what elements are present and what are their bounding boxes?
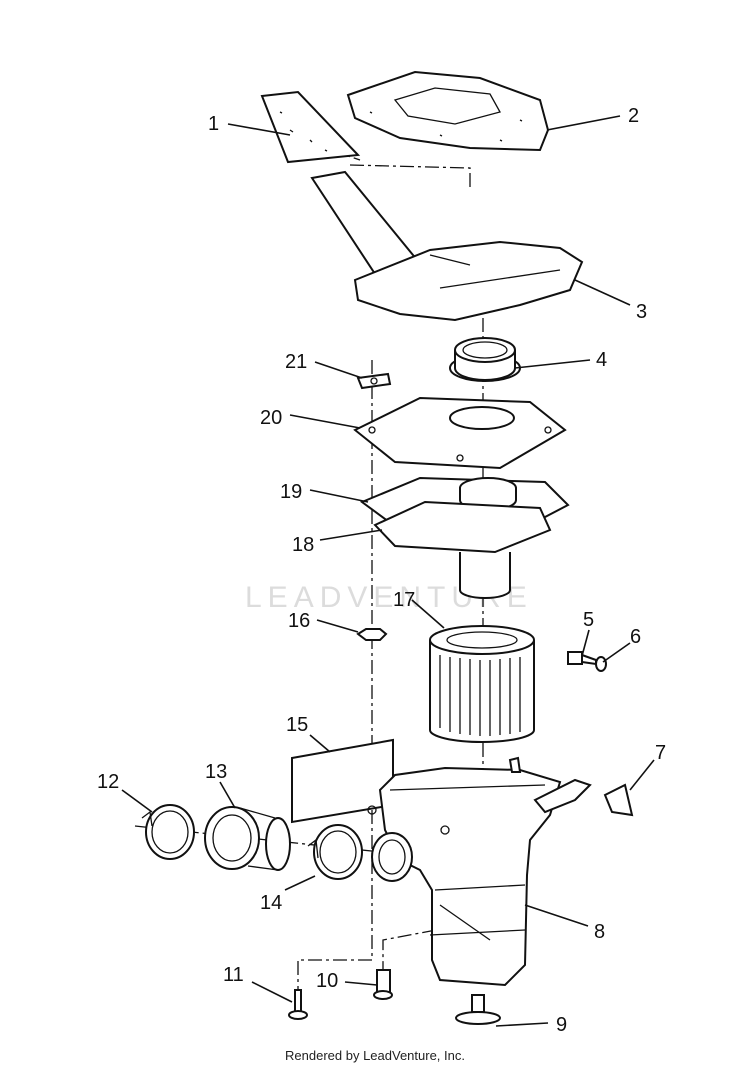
leader-line-8 bbox=[524, 904, 589, 927]
callout-8: 8 bbox=[594, 921, 605, 943]
axis-line-bottom bbox=[382, 929, 437, 970]
part-12-clamp bbox=[141, 804, 195, 860]
callout-20: 20 bbox=[260, 407, 282, 429]
leader-line-21 bbox=[314, 361, 363, 379]
part-9-drain-valve bbox=[455, 994, 501, 1025]
part-11-screw bbox=[288, 989, 308, 1020]
part-20-adapter-plate bbox=[353, 396, 567, 470]
leader-line-4 bbox=[514, 359, 591, 369]
part-21-clip bbox=[356, 372, 392, 390]
leader-line-9 bbox=[495, 1022, 549, 1027]
callout-4: 4 bbox=[596, 349, 607, 371]
leader-line-14 bbox=[284, 875, 316, 891]
part-1-foam-pad bbox=[260, 90, 361, 164]
callout-10: 10 bbox=[316, 970, 338, 992]
callout-5: 5 bbox=[583, 609, 594, 631]
leader-line-20 bbox=[289, 414, 361, 429]
leader-line-3 bbox=[574, 279, 631, 306]
leader-line-6 bbox=[602, 642, 631, 663]
callout-12: 12 bbox=[97, 771, 119, 793]
part-18-gasket bbox=[373, 500, 552, 554]
part-3-air-box-cover bbox=[310, 170, 584, 322]
housing-intake-port bbox=[371, 832, 413, 882]
leader-line-7 bbox=[629, 759, 655, 791]
callout-7: 7 bbox=[655, 742, 666, 764]
part-16-nut bbox=[356, 628, 388, 641]
leader-line-13 bbox=[219, 781, 236, 809]
callout-9: 9 bbox=[556, 1014, 567, 1036]
part-4-coupling bbox=[449, 337, 521, 382]
footer-credit: Rendered by LeadVenture, Inc. bbox=[285, 1048, 465, 1063]
leader-line-17 bbox=[411, 599, 445, 629]
callout-17: 17 bbox=[393, 589, 415, 611]
callout-19: 19 bbox=[280, 481, 302, 503]
part-13-intake-boot bbox=[204, 806, 291, 871]
part-7-bracket bbox=[603, 783, 634, 817]
callout-18: 18 bbox=[292, 534, 314, 556]
leader-line-10 bbox=[344, 981, 378, 986]
callout-1: 1 bbox=[208, 113, 219, 135]
callout-14: 14 bbox=[260, 892, 282, 914]
part-14-clamp bbox=[307, 824, 363, 880]
leader-line-11 bbox=[251, 981, 293, 1003]
callout-11: 11 bbox=[223, 964, 244, 986]
part-2-foam-gasket bbox=[346, 70, 550, 152]
leader-line-5 bbox=[581, 629, 590, 657]
part-15-decal bbox=[291, 738, 394, 824]
leader-line-12 bbox=[121, 789, 153, 813]
callout-16: 16 bbox=[288, 610, 310, 632]
leader-line-2 bbox=[546, 115, 621, 131]
leader-line-18 bbox=[319, 529, 383, 541]
callout-6: 6 bbox=[630, 626, 641, 648]
part-8-air-box-housing bbox=[367, 756, 592, 987]
leader-line-19 bbox=[309, 489, 369, 503]
callout-13: 13 bbox=[205, 761, 227, 783]
leader-line-1 bbox=[227, 123, 291, 136]
callout-2: 2 bbox=[628, 105, 639, 127]
part-17-filter-element bbox=[429, 625, 535, 743]
callout-21: 21 bbox=[285, 351, 307, 373]
part-5-bolt bbox=[567, 651, 597, 666]
callout-15: 15 bbox=[286, 714, 308, 736]
part-6-washer bbox=[595, 656, 607, 672]
leader-line-16 bbox=[316, 619, 359, 633]
callout-3: 3 bbox=[636, 301, 647, 323]
axis-line-left bbox=[297, 360, 373, 1000]
leader-line-15 bbox=[309, 734, 331, 753]
